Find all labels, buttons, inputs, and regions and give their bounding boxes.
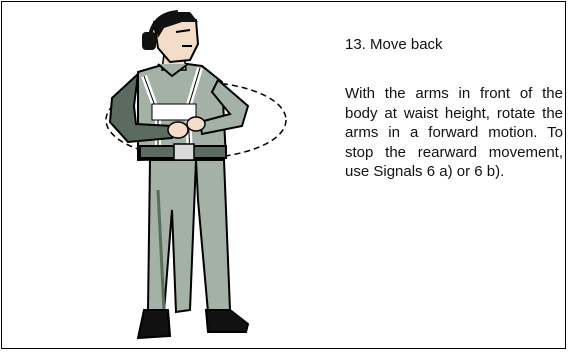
- marshaller-illustration: [98, 10, 288, 350]
- signal-text: 13. Move back With the arms in front of …: [342, 35, 562, 182]
- signal-description: With the arms in front of the body at wa…: [345, 84, 563, 182]
- signal-title: 13. Move back: [345, 35, 562, 55]
